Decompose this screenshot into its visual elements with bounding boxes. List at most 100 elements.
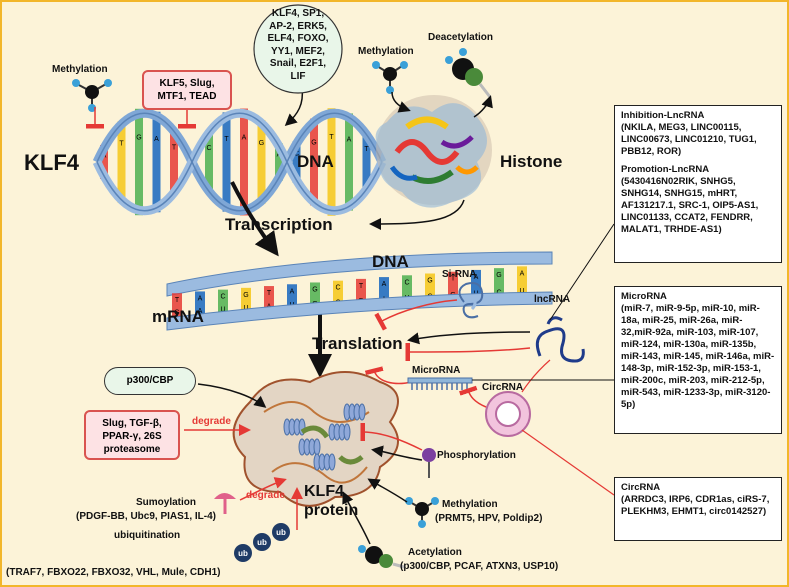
base-pair-rung <box>425 273 435 302</box>
tf-line: Snail, E2F1, <box>269 58 327 69</box>
base-pair-rung <box>517 266 527 296</box>
base-pair-rung <box>172 293 182 318</box>
base-letter: U <box>519 288 524 295</box>
base-letter: T <box>119 141 124 148</box>
base-letter: C <box>335 285 340 292</box>
base-letter: T <box>267 290 272 297</box>
base-pair-rung <box>292 141 301 183</box>
microrna-title: MicroRNA <box>621 291 667 302</box>
circrna-label-small: CircRNA <box>482 382 524 393</box>
base-pair-rung <box>241 287 251 314</box>
deacetylation-label: Deacetylation <box>428 32 494 43</box>
base-letter: A <box>242 134 247 141</box>
base-letter: A <box>520 270 525 277</box>
protein-helix-coil <box>313 438 321 456</box>
degrade-label: degrade <box>192 416 231 427</box>
lncrna-inhibition-title: Inhibition-LncRNA <box>621 110 705 121</box>
base-letter: G <box>311 139 316 146</box>
klf4-protein-line: protein <box>304 502 359 519</box>
p300cbp-oval: p300/CBP <box>104 367 196 395</box>
klf4-protein-line: KLF4 <box>304 483 344 500</box>
base-pair-rung <box>494 268 504 298</box>
lncrna-box: Inhibition-LncRNA (NKILA, MEG3, LINC0011… <box>614 105 782 263</box>
methylation-label-bottom: Methylation <box>442 499 498 510</box>
protein-helix-coil <box>328 453 336 471</box>
klf4-protein-structure <box>232 371 399 507</box>
base-letter: C <box>404 279 409 286</box>
base-letter: A <box>474 274 479 281</box>
base-letter: G <box>136 134 141 141</box>
dna-label-top: DNA <box>297 152 334 171</box>
lncrna-promotion-list: (5430416N02RIK, SNHG5, SNHG14, SNHG15, m… <box>621 176 759 235</box>
histone-structure <box>375 95 492 208</box>
base-letter: A <box>290 288 295 295</box>
repressor-line: KLF5, Slug, <box>159 78 215 89</box>
base-letter: U <box>220 307 225 314</box>
base-pair-rung <box>264 286 274 312</box>
base-letter: T <box>172 145 177 152</box>
acetylation-label: Acetylation <box>408 547 462 558</box>
base-pair-rung <box>448 271 458 301</box>
tf-line: ELF4, FOXO, <box>267 33 329 44</box>
base-letter: C <box>294 151 299 158</box>
tf-circle-text: KLF4, SP1, AP-2, ERK5, ELF4, FOXO, YY1, … <box>254 8 342 83</box>
base-pair-rung <box>170 129 178 195</box>
tf-circle <box>253 4 343 94</box>
circrna-icon <box>485 391 531 437</box>
sumo-icon <box>214 493 236 514</box>
base-pair-rung <box>218 289 228 315</box>
base-pair-rung <box>379 277 389 305</box>
ub-label: ub <box>276 528 286 537</box>
base-pair-rung <box>310 118 318 206</box>
tf-line: KLF4, SP1, <box>271 8 325 19</box>
circrna-list: (ARRDC3, IRP6, CDR1as, ciRS-7, PLEKHM3, … <box>621 494 770 517</box>
lncrna-inhibition-list: (NKILA, MEG3, LINC00115, LINC00673, LINC… <box>621 122 757 157</box>
base-letter: G <box>496 272 501 279</box>
base-pair-rung <box>333 280 343 308</box>
repressor-box: KLF5, Slug, MTF1, TEAD <box>142 70 232 110</box>
base-letter: T <box>224 136 229 143</box>
methylation-bottom-factors: (PRMT5, HPV, Poldip2) <box>435 513 543 524</box>
base-pair-rung <box>362 132 371 192</box>
degrader-line: Slug, TGF-β, <box>102 418 162 429</box>
base-letter: C <box>206 145 211 152</box>
base-letter: A <box>198 295 203 302</box>
base-letter: G <box>174 309 179 316</box>
microrna-list: (miR-7, miR-9-5p, miR-10, miR-18a, miR-2… <box>621 303 775 410</box>
base-pair-rung <box>152 111 161 213</box>
ubiquitination-factors: (TRAF7, FBXO22, FBXO32, VHL, Mule, CDH1) <box>6 567 221 578</box>
ubiquitination-label: ubiquitination <box>114 530 181 541</box>
sirna-icon <box>458 282 484 319</box>
base-letter: T <box>175 297 180 304</box>
base-letter: T <box>359 283 364 290</box>
acetyl-molecule-bottom <box>358 545 405 569</box>
base-letter: T <box>451 276 456 283</box>
repressor-line: MTF1, TEAD <box>157 91 217 102</box>
phosphorylation-label: Phosphorylation <box>437 450 516 461</box>
degrader-line: proteasome <box>103 444 161 455</box>
base-pair-rung <box>117 121 126 203</box>
base-pair-rung <box>345 113 353 211</box>
sumoylation-factors: (PDGF-BB, Ubc9, PIAS1, IL-4) <box>76 511 217 522</box>
transcription-label: Transcription <box>225 215 333 234</box>
phosphate-icon <box>422 448 436 478</box>
base-letter: T <box>364 146 369 153</box>
base-letter: C <box>220 294 225 301</box>
base-letter: A <box>382 281 387 288</box>
base-pair-rung <box>135 108 143 216</box>
ub-label: ub <box>257 538 267 547</box>
microrna-icon <box>407 377 473 390</box>
base-letter: G <box>259 140 264 147</box>
methyl-molecule-top <box>72 79 112 112</box>
tf-line: YY1, MEF2, <box>271 45 325 57</box>
base-letter: G <box>312 286 317 293</box>
microrna-box: MicroRNA (miR-7, miR-9-5p, miR-10, miR-1… <box>614 286 782 434</box>
base-pair-rung <box>240 108 248 216</box>
base-letter: G <box>427 278 432 285</box>
sirna-label: Si-RNA <box>442 269 477 280</box>
translation-label: Translation <box>312 334 403 353</box>
methylation-label-histone: Methylation <box>358 46 414 57</box>
